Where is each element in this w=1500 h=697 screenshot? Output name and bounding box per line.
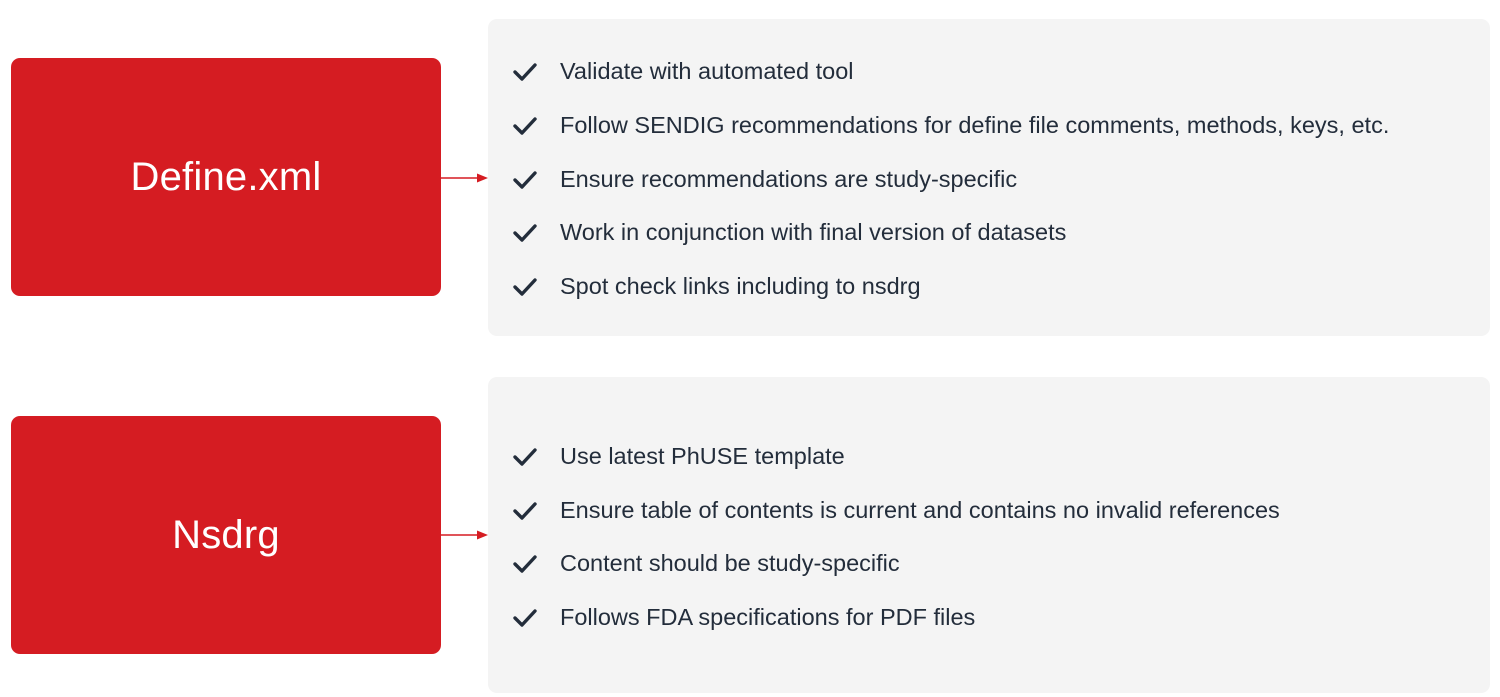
section-label: Define.xml bbox=[130, 154, 322, 199]
list-item: Content should be study-specific bbox=[488, 545, 1488, 581]
list-item-text: Spot check links including to nsdrg bbox=[560, 273, 921, 299]
label-box-define-xml: Define.xml bbox=[11, 58, 441, 296]
check-icon bbox=[513, 117, 537, 135]
list-item-text: Use latest PhUSE template bbox=[560, 443, 845, 469]
list-item: Ensure recommendations are study-specifi… bbox=[488, 161, 1488, 197]
arrow-right-icon bbox=[441, 173, 488, 183]
list-item: Validate with automated tool bbox=[488, 53, 1488, 89]
check-icon bbox=[513, 609, 537, 627]
check-icon bbox=[513, 171, 537, 189]
section-label: Nsdrg bbox=[172, 512, 280, 557]
check-icon bbox=[513, 502, 537, 520]
check-icon bbox=[513, 224, 537, 242]
list-item-text: Follows FDA specifications for PDF files bbox=[560, 604, 976, 630]
arrow-right-icon bbox=[441, 530, 488, 540]
check-icon bbox=[513, 63, 537, 81]
list-item: Follow SENDIG recommendations for define… bbox=[488, 107, 1488, 143]
list-item: Follows FDA specifications for PDF files bbox=[488, 599, 1488, 635]
list-item: Use latest PhUSE template bbox=[488, 438, 1488, 474]
list-item-text: Work in conjunction with final version o… bbox=[560, 219, 1067, 245]
check-icon bbox=[513, 278, 537, 296]
list-item-text: Ensure table of contents is current and … bbox=[560, 497, 1280, 523]
list-item-text: Ensure recommendations are study-specifi… bbox=[560, 166, 1018, 192]
checklist-panel-nsdrg: Use latest PhUSE template Ensure table o… bbox=[488, 377, 1490, 693]
list-item-text: Validate with automated tool bbox=[560, 58, 854, 84]
list-item: Ensure table of contents is current and … bbox=[488, 492, 1488, 528]
list-item: Work in conjunction with final version o… bbox=[488, 214, 1488, 250]
label-box-nsdrg: Nsdrg bbox=[11, 416, 441, 654]
list-item-text: Follow SENDIG recommendations for define… bbox=[560, 112, 1390, 138]
check-icon bbox=[513, 448, 537, 466]
check-icon bbox=[513, 555, 537, 573]
list-item-text: Content should be study-specific bbox=[560, 550, 900, 576]
list-item: Spot check links including to nsdrg bbox=[488, 268, 1488, 304]
checklist-panel-define-xml: Validate with automated tool Follow SEND… bbox=[488, 19, 1490, 336]
